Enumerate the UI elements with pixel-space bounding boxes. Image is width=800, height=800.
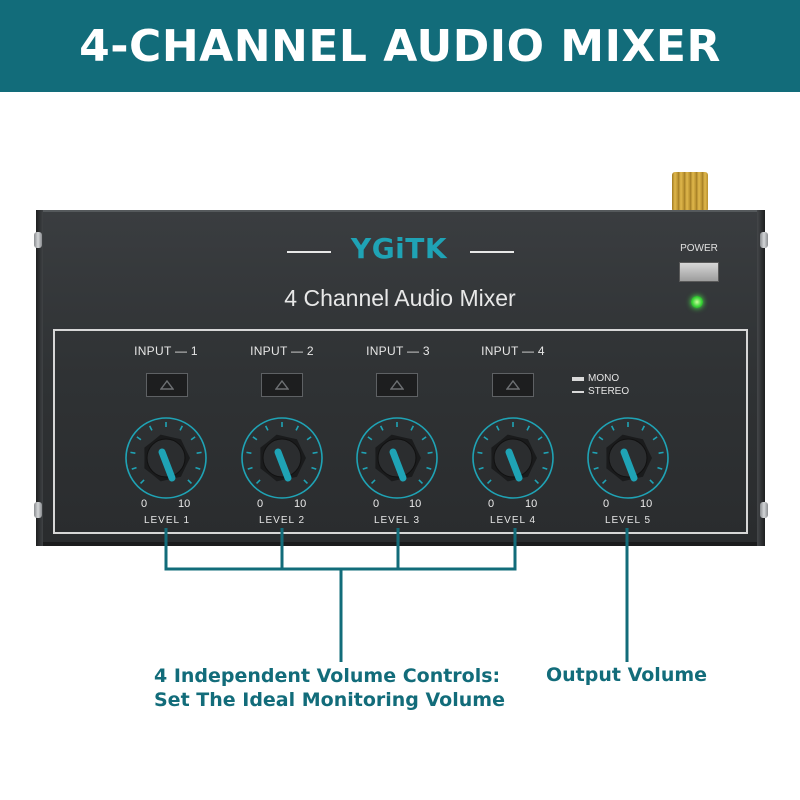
scale-min-5: 0 (603, 498, 610, 510)
triangle-icon (390, 380, 404, 390)
mode-stereo: STEREO (572, 386, 629, 397)
callout-volume-controls: 4 Independent Volume Controls: Set The I… (154, 664, 505, 712)
power-button[interactable] (679, 262, 719, 282)
brand-logo: YGiTK (350, 232, 448, 265)
input-label-3: INPUT — 3 (366, 344, 430, 358)
volume-knob-3[interactable] (355, 416, 439, 500)
input-label-2: INPUT — 2 (250, 344, 314, 358)
header-banner: 4-CHANNEL AUDIO MIXER (0, 0, 800, 92)
power-led-icon (691, 296, 703, 308)
callout-output-volume: Output Volume (546, 664, 708, 686)
power-label: POWER (680, 243, 718, 254)
device-side-right (757, 210, 765, 546)
input-label-4: INPUT — 4 (481, 344, 545, 358)
input-1-select-button[interactable] (146, 373, 188, 397)
scale-max-4: 10 (525, 498, 538, 510)
screw-icon (34, 232, 42, 248)
volume-knob-1[interactable] (124, 416, 208, 500)
triangle-icon (506, 380, 520, 390)
mode-down-icon (572, 390, 584, 393)
triangle-icon (275, 380, 289, 390)
scale-max-2: 10 (294, 498, 307, 510)
mode-up-icon (572, 376, 584, 381)
level-label-5: LEVEL 5 (604, 515, 652, 526)
input-3-select-button[interactable] (376, 373, 418, 397)
triangle-icon (160, 380, 174, 390)
level-label-3: LEVEL 3 (373, 515, 421, 526)
scale-min-4: 0 (488, 498, 495, 510)
control-panel-frame (53, 329, 748, 534)
callout-line-2-text: Set The Ideal Monitoring Volume (154, 689, 505, 711)
page-title: 4-CHANNEL AUDIO MIXER (79, 20, 721, 72)
volume-knob-5[interactable] (586, 416, 670, 500)
callout-line-1: 4 Independent Volume Controls: (154, 665, 501, 687)
scale-min-2: 0 (257, 498, 264, 510)
screw-icon (34, 502, 42, 518)
mode-mono: MONO (572, 373, 619, 384)
callout-bracket (164, 528, 517, 571)
level-label-4: LEVEL 4 (489, 515, 537, 526)
brand-divider-left (287, 251, 331, 253)
screw-icon (760, 232, 768, 248)
volume-knob-4[interactable] (471, 416, 555, 500)
mode-stereo-label: STEREO (588, 386, 630, 397)
scale-min-1: 0 (141, 498, 148, 510)
level-label-2: LEVEL 2 (258, 515, 306, 526)
brand-divider-right (470, 251, 514, 253)
input-label-1: INPUT — 1 (134, 344, 198, 358)
scale-max-1: 10 (178, 498, 191, 510)
device-title: 4 Channel Audio Mixer (284, 285, 516, 311)
mode-mono-label: MONO (588, 373, 620, 384)
input-4-select-button[interactable] (492, 373, 534, 397)
scale-max-5: 10 (640, 498, 653, 510)
volume-knob-2[interactable] (240, 416, 324, 500)
device-side-left (36, 210, 44, 546)
scale-min-3: 0 (373, 498, 380, 510)
level-label-1: LEVEL 1 (143, 515, 191, 526)
screw-icon (760, 502, 768, 518)
output-jack-connector (672, 172, 708, 212)
input-2-select-button[interactable] (261, 373, 303, 397)
scale-max-3: 10 (409, 498, 422, 510)
